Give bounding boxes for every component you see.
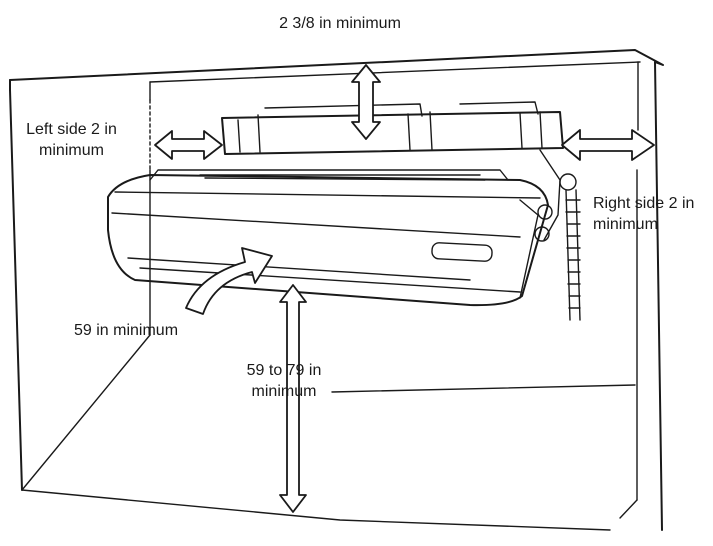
floor-clearance-arrow [279, 284, 307, 513]
floor-clearance-label: 59 to 79 in minimum [228, 360, 340, 402]
floor-clearance-label-line2: minimum [251, 383, 317, 400]
floor-clearance-label-line1: 59 to 79 in [246, 362, 322, 379]
unit-back-bracket [539, 149, 561, 241]
pipe-end-top [559, 173, 577, 191]
right-clearance-label-line1: Right side 2 in [593, 195, 695, 212]
mounting-plate-outline [221, 111, 564, 155]
ceiling-back-edge [149, 61, 641, 83]
unit-top-edge [114, 191, 541, 199]
left-clearance-label-line1: Left side 2 in [26, 121, 117, 138]
back-wall-right-edge [636, 61, 639, 501]
unit-display-window [431, 242, 493, 262]
front-airflow-arrow [185, 247, 273, 315]
mounting-plate [221, 101, 581, 321]
top-clearance-arrow [351, 64, 381, 140]
left-clearance-label-line2: minimum [39, 142, 104, 159]
mounting-plate-top [264, 101, 539, 117]
floor-left-edge [21, 334, 151, 491]
ceiling-front-edge [9, 49, 664, 531]
top-clearance-label: 2 3/8 in minimum [279, 15, 401, 32]
left-clearance-label: Left side 2 in minimum [4, 119, 139, 161]
drain-pipe-ribs [565, 199, 581, 309]
right-clearance-label: Right side 2 in minimum [593, 193, 713, 235]
left-wall-front-edge [9, 89, 23, 491]
room-outline [9, 49, 664, 531]
unit-side-panel [519, 199, 539, 299]
front-clearance-label: 59 in minimum [74, 322, 179, 339]
floor-back-edge [331, 384, 636, 393]
mounting-plate-ribs [237, 111, 543, 153]
right-clearance-label-line2: minimum [593, 216, 658, 233]
indoor-unit [107, 169, 549, 307]
floor-front-edge [21, 489, 611, 531]
unit-body [107, 174, 549, 307]
unit-louver [127, 257, 521, 293]
unit-top-slats [199, 174, 486, 181]
floor-right-corner [619, 499, 638, 519]
unit-top-grille [149, 169, 509, 181]
unit-panel-line [111, 212, 521, 238]
right-clearance-arrow [561, 129, 655, 161]
drain-pipe [565, 189, 581, 321]
left-clearance-arrow [154, 130, 223, 160]
